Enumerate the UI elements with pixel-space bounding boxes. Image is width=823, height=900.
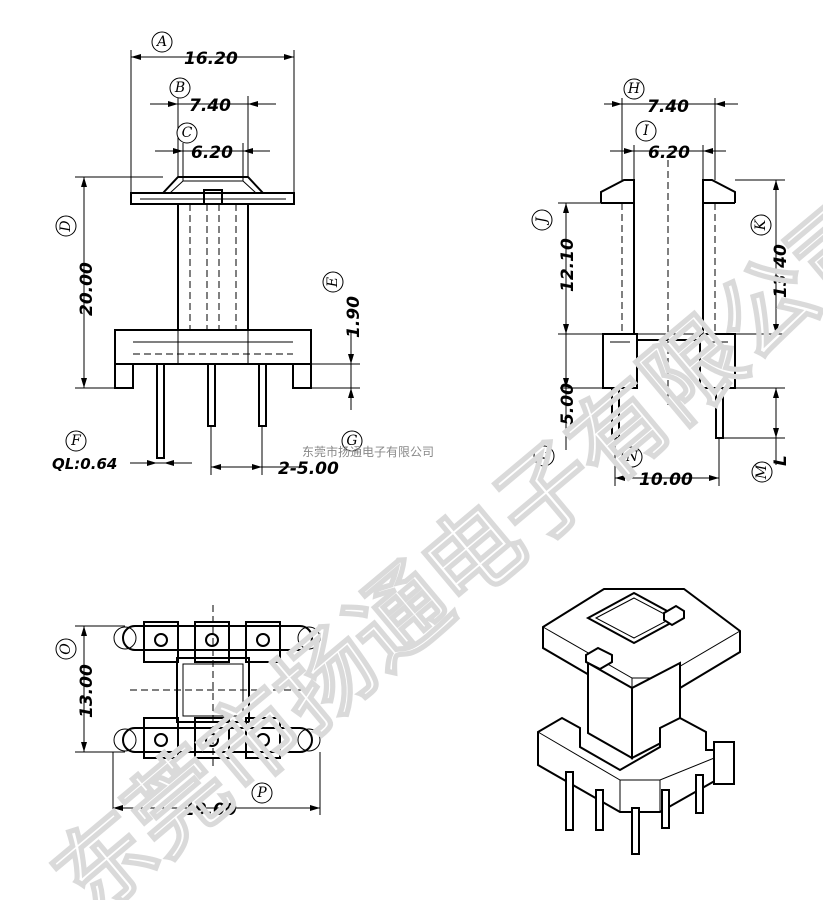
dim-K-value: 13.40	[771, 244, 791, 298]
callout-K	[750, 214, 772, 236]
callout-O-letter: O	[58, 643, 74, 655]
bottom-view: O 13.00 P 19.00	[55, 605, 321, 820]
dim-A-value: 16.20	[184, 49, 238, 69]
callout-E	[322, 271, 344, 293]
dim-F-value: QL:0.64	[52, 455, 117, 473]
callout-H-letter: H	[627, 81, 641, 97]
callout-L-letter: L	[536, 451, 552, 461]
dim-L-value: 5.00	[558, 383, 578, 425]
callout-G-letter: G	[346, 433, 357, 449]
callout-J	[531, 209, 553, 231]
dim-I-value: 6.20	[648, 143, 690, 163]
dim-G-value: 2-5.00	[278, 459, 339, 479]
callout-F	[65, 430, 87, 452]
callout-A	[151, 31, 173, 53]
dim-M-value: L	[771, 455, 791, 466]
callout-N	[621, 446, 643, 468]
callout-J-letter: J	[534, 216, 550, 226]
dim-D-value: 20.00	[77, 262, 97, 316]
dim-N-value: 10.00	[639, 470, 693, 490]
dim-J-value: 12.10	[558, 238, 578, 292]
callout-D	[55, 215, 77, 237]
callout-B	[169, 77, 191, 99]
callout-D-letter: D	[58, 220, 74, 232]
watermark-big: 东莞市扬通电子有限公司	[33, 173, 823, 900]
dim-C-value: 6.20	[191, 143, 233, 163]
callout-A-letter: A	[155, 34, 167, 50]
callout-P-letter: P	[256, 785, 267, 801]
callout-F-letter: F	[70, 433, 82, 449]
callout-C-letter: C	[182, 125, 193, 141]
callout-C	[176, 122, 198, 144]
callout-G	[341, 430, 363, 452]
callout-M	[751, 461, 773, 483]
dim-E-value: 1.90	[344, 296, 364, 338]
dim-B-value: 7.40	[189, 96, 231, 116]
dim-P-value: 19.00	[183, 800, 237, 820]
callout-P	[251, 782, 273, 804]
callout-N-letter: N	[625, 449, 639, 465]
callout-I	[635, 120, 657, 142]
callout-O	[55, 638, 77, 660]
callout-I-letter: I	[642, 123, 649, 139]
dim-H-value: 7.40	[647, 97, 689, 117]
watermark-small: 东莞市扬通电子有限公司	[302, 444, 434, 459]
callout-M-letter: M	[754, 464, 770, 480]
callout-E-letter: E	[325, 277, 341, 288]
callout-H	[623, 78, 645, 100]
dim-O-value: 13.00	[77, 664, 97, 718]
isometric-view	[537, 588, 741, 855]
front-view: A 16.20 B 7.40 C 6.20 D 20.00 E 1.90	[52, 31, 364, 479]
callout-L	[533, 445, 555, 467]
side-view: H 7.40 I 6.20 J 12.10 K 13.40 L 5.00	[531, 78, 791, 490]
callout-K-letter: K	[753, 218, 769, 231]
callout-B-letter: B	[174, 80, 185, 96]
